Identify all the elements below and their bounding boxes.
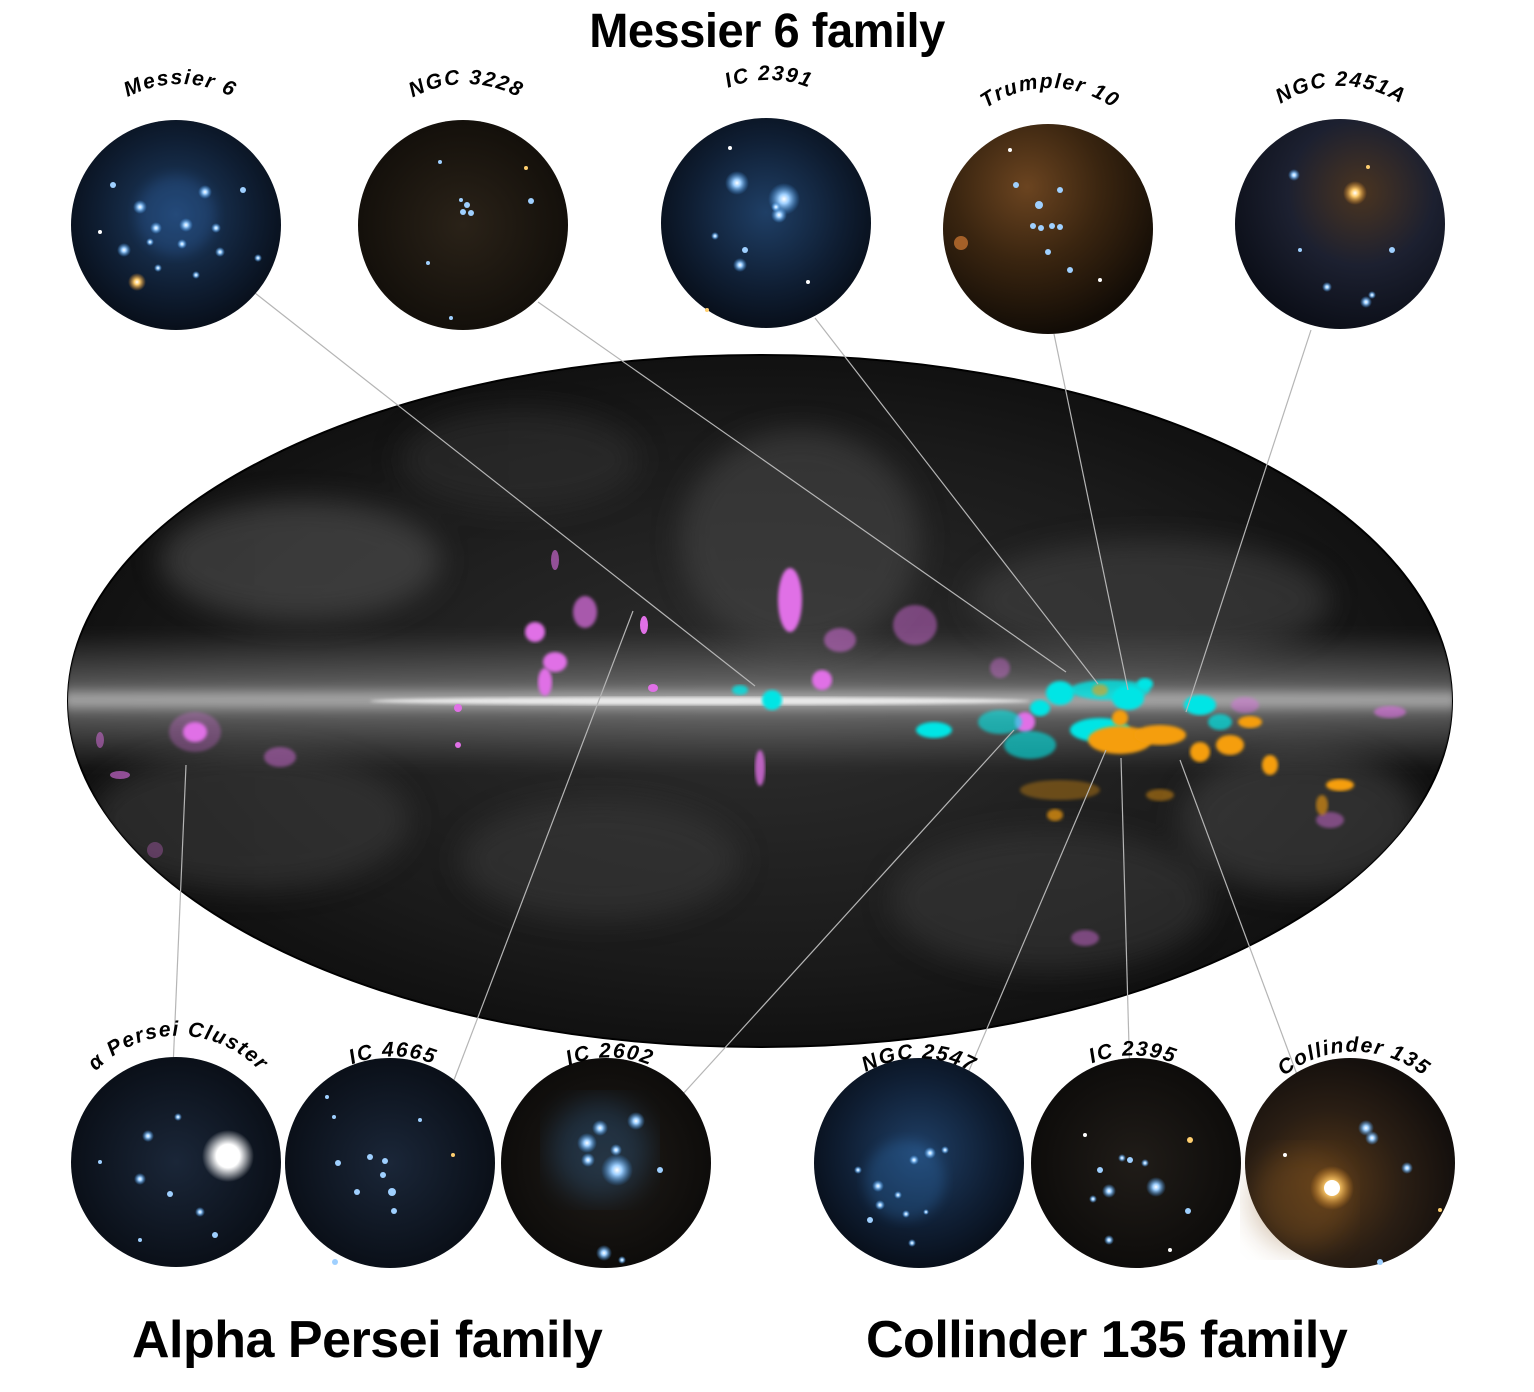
cluster-thumbnail-messier6[interactable] [71,120,281,330]
cluster-thumbnail-ngc3228[interactable] [358,120,568,330]
cluster-label-ngc3228: NGC 3228 [405,66,527,102]
connector-ngc3228 [537,301,1067,673]
cluster-thumbnail-ic4665[interactable] [285,1058,495,1268]
connector-ic4665 [453,610,634,1081]
cluster-thumbnail-ic2602[interactable] [501,1058,711,1268]
connector-lines [172,292,1312,1107]
connector-alpha-persei [172,764,187,1069]
cluster-thumbnail-trumpler10[interactable] [943,124,1153,334]
star-field [854,1140,949,1247]
star-field [1250,1120,1442,1265]
collinder135-family-points [1020,684,1354,821]
star-field [954,148,1102,282]
alpha-persei-family-title: Alpha Persei family [132,1311,603,1369]
connector-ic2395 [1120,757,1131,1083]
star-field [325,1095,455,1265]
cluster-thumbnail-ngc2451a[interactable] [1235,119,1445,329]
star-field [98,1113,254,1242]
messier6-family-title: Messier 6 family [589,5,945,58]
cluster-thumbnail-collinder135[interactable] [1245,1058,1455,1268]
star-field [705,146,810,312]
cluster-thumbnail-ic2391[interactable] [661,118,871,328]
connector-ngc2547 [964,749,1107,1081]
star-field [1288,165,1395,308]
cluster-thumbnail-alpha-persei[interactable] [71,1057,281,1267]
cluster-label-ngc2451a: NGC 2451A [1272,68,1411,108]
cluster-label-ic2391: IC 2391 [722,62,816,93]
connector-ic2391 [814,317,1099,685]
collinder135-family-title: Collinder 135 family [866,1311,1348,1369]
cluster-thumbnail-ic2395[interactable] [1031,1058,1241,1268]
connector-collinder135 [1179,759,1303,1089]
cluster-label-messier6: Messier 6 [120,66,240,102]
connector-ic2602 [671,729,1015,1107]
star-field [550,1100,663,1264]
galactic-sky-map [67,354,1453,1048]
cluster-label-trumpler10: Trumpler 10 [976,70,1123,113]
star-field [1083,1133,1193,1252]
connector-trumpler10 [1053,333,1129,691]
star-field [426,160,534,320]
connector-ngc2451a [1185,329,1312,713]
alpha-persei-family-points [96,550,1406,946]
cluster-thumbnail-ngc2547[interactable] [814,1058,1024,1268]
star-field [98,175,262,291]
connector-messier6 [254,292,756,687]
